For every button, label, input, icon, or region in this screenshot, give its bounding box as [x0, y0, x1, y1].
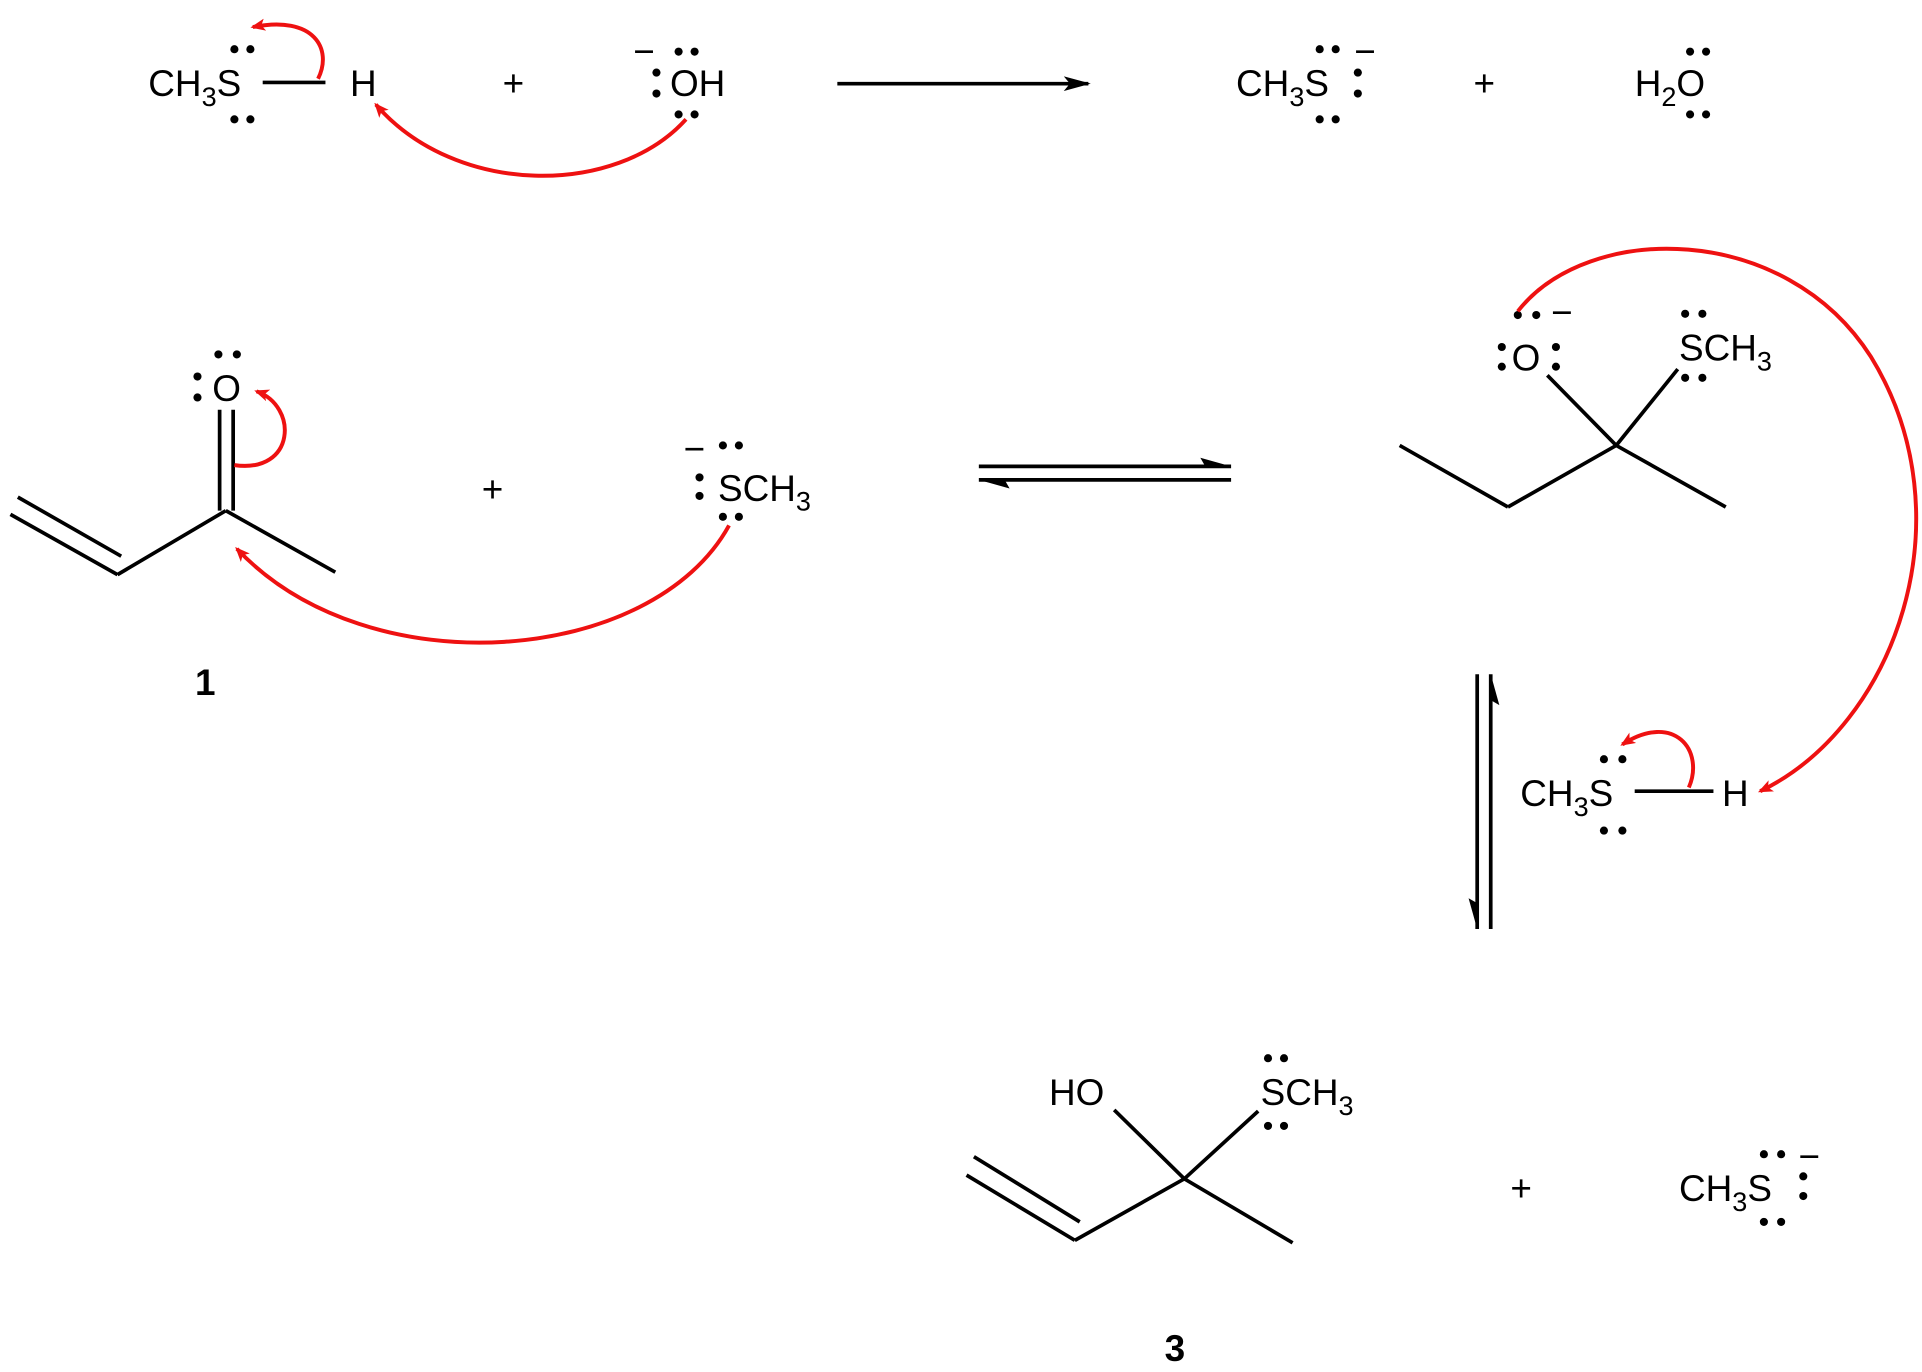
compound-1: O 1 — [9, 350, 337, 703]
svg-text:H: H — [350, 63, 377, 104]
svg-text:−: − — [1354, 31, 1376, 72]
svg-text:−: − — [684, 428, 706, 469]
compound-label-1: 1 — [195, 662, 216, 703]
svg-text:−: − — [1551, 292, 1573, 333]
svg-text:H2O: H2O — [1635, 63, 1705, 112]
svg-text:SCH3: SCH3 — [1261, 1072, 1354, 1121]
hydroxide: − OH — [633, 31, 725, 119]
svg-text:O: O — [212, 368, 241, 409]
water-product: H2O — [1635, 47, 1711, 119]
electron-arrow-o-to-h — [1516, 246, 1919, 793]
electron-arrow-co-to-o — [234, 389, 287, 468]
svg-text:−: − — [633, 31, 655, 72]
electron-arrow-sh-to-s-2 — [1620, 730, 1695, 789]
svg-text:OH: OH — [670, 63, 725, 104]
svg-text:O: O — [1512, 337, 1541, 378]
methanethiol-reactant: CH3S H — [148, 45, 377, 124]
svg-text:+: + — [1510, 1168, 1532, 1209]
svg-text:HO: HO — [1049, 1072, 1104, 1113]
svg-text:+: + — [482, 469, 504, 510]
svg-text:CH3S: CH3S — [148, 63, 241, 112]
svg-text:SCH3: SCH3 — [718, 468, 811, 517]
svg-text:H: H — [1722, 773, 1749, 814]
svg-text:CH3S: CH3S — [1679, 1168, 1772, 1217]
electron-arrow-s-to-carbonyl — [235, 524, 731, 645]
svg-text:CH3S: CH3S — [1236, 63, 1329, 112]
methanethiolate-product: CH3S − — [1236, 31, 1376, 124]
electron-arrow-oh-to-h — [374, 102, 688, 178]
compound-3: HO SCH3 3 — [965, 1054, 1354, 1369]
methanethiolate-regenerated: CH3S − — [1679, 1136, 1820, 1226]
svg-text:SCH3: SCH3 — [1679, 328, 1772, 377]
electron-arrow-sh-to-s — [250, 18, 325, 80]
svg-text:+: + — [503, 63, 525, 104]
svg-text:−: − — [1798, 1136, 1820, 1177]
svg-text:+: + — [1474, 63, 1496, 104]
methanethiol-proton-source: CH3S H — [1520, 755, 1749, 835]
methanethiolate-nucleophile: − SCH3 — [684, 428, 811, 521]
equilibrium-arrow-vertical — [1468, 674, 1500, 930]
equilibrium-arrow-horizontal — [978, 457, 1232, 489]
alkoxide-intermediate: O − SCH3 — [1398, 292, 1772, 509]
compound-label-3: 3 — [1165, 1328, 1186, 1369]
svg-text:CH3S: CH3S — [1520, 773, 1613, 822]
